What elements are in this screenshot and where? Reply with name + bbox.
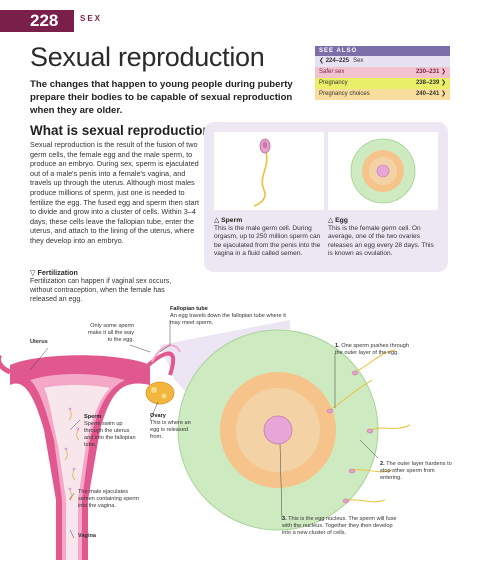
see-also-item[interactable]: Safer sex 230–231 ❯ <box>315 67 450 78</box>
page-title: Sexual reproduction <box>30 42 265 72</box>
step-1-label: 1. One sperm pushes through the outer la… <box>335 343 410 356</box>
egg-cell-icon <box>350 138 416 204</box>
page-tab <box>0 10 74 32</box>
ejaculate-label: The male ejaculates semen containing spe… <box>78 489 139 509</box>
only-some-sperm-label: Only some sperm make it all the way to t… <box>87 323 134 343</box>
see-also-item[interactable]: ❮ 224–225 Sex <box>315 56 450 67</box>
step-3-label: 3. This is the egg nucleus. The sperm wi… <box>282 516 397 536</box>
sperm-caption-title: △ Sperm <box>214 217 243 224</box>
section-tag: SEX <box>80 14 103 23</box>
triangle-down-icon: ▽ <box>30 268 36 277</box>
section-heading: What is sexual reproduction? <box>30 123 220 138</box>
uterus-label: Uterus <box>30 339 48 345</box>
section-body: Sexual reproduction is the result of the… <box>30 140 200 245</box>
cells-panel: △ Sperm This is the male germ cell. Duri… <box>204 122 448 272</box>
sperm-card <box>214 132 324 210</box>
see-also-box: SEE ALSO ❮ 224–225 Sex Safer sex 230–231… <box>315 46 450 102</box>
egg-caption-title: △ Egg <box>328 217 348 224</box>
sperm-cell-icon <box>253 138 271 207</box>
egg-caption: This is the female germ cell. On average… <box>328 225 434 258</box>
triangle-up-icon: △ <box>328 217 334 224</box>
fertilization-title: ▽ Fertilization <box>30 268 78 277</box>
egg-card <box>328 132 438 210</box>
intro-text: The changes that happen to young people … <box>30 79 293 116</box>
sperm-caption: This is the male germ cell. During orgas… <box>214 225 321 258</box>
page-number: 228 <box>30 11 59 30</box>
triangle-up-icon: △ <box>214 217 220 224</box>
see-also-item[interactable]: Pregnancy 238–239 ❯ <box>315 78 450 89</box>
step-2-label: 2. The outer layer hardens to stop other… <box>380 461 452 481</box>
vagina-label: Vagina <box>78 533 97 539</box>
chevron-right-icon: ❯ <box>440 80 446 86</box>
chevron-right-icon: ❯ <box>440 91 446 97</box>
fertilization-body: Fertilization can happen if vaginal sex … <box>30 278 172 303</box>
chevron-left-icon: ❮ <box>319 58 325 64</box>
see-also-item[interactable]: Pregnancy choices 240–241 ❯ <box>315 89 450 100</box>
see-also-heading: SEE ALSO <box>315 46 450 56</box>
chevron-right-icon: ❯ <box>440 69 446 75</box>
